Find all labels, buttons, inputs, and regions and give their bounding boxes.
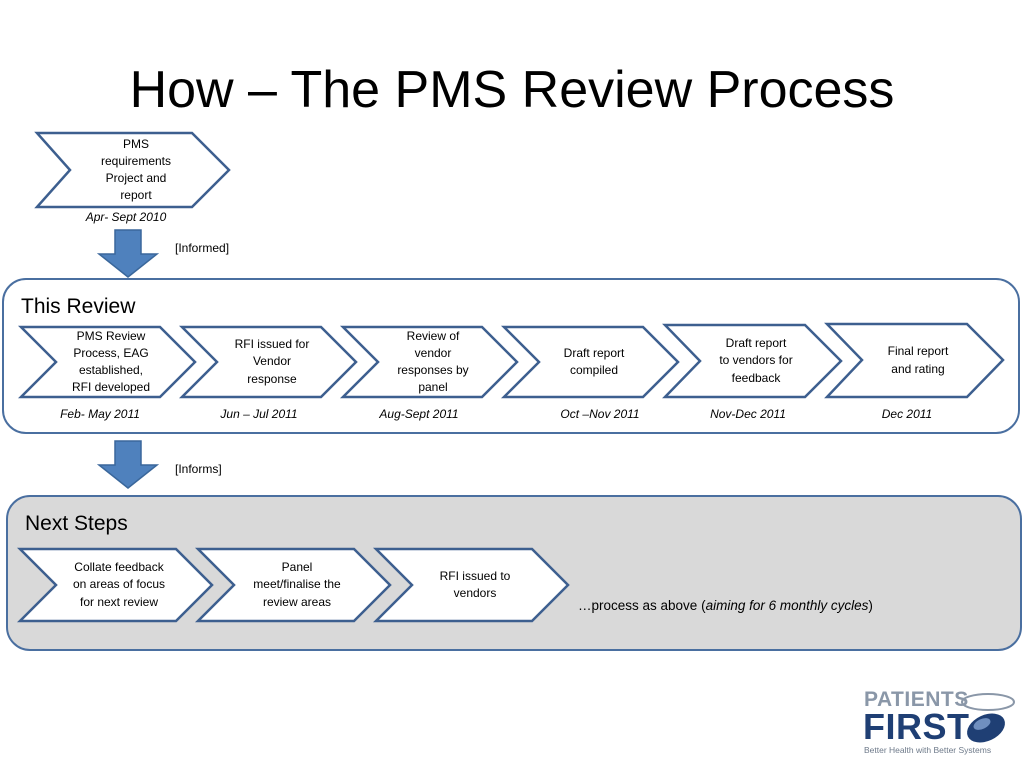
next-steps-heading: Next Steps — [25, 512, 128, 535]
review-step-1: PMS Review Process, EAG established, RFI… — [17, 325, 197, 399]
process-note-text: …process as above — [578, 598, 702, 613]
page-title: How – The PMS Review Process — [129, 61, 895, 119]
process-note: …process as above (aiming for 6 monthly … — [578, 598, 873, 613]
review-step-4: Draft report compiled — [500, 325, 680, 399]
review-date-6: Dec 2011 — [881, 407, 933, 421]
down-arrow-icon — [96, 440, 160, 495]
step-label: Collate feedback on areas of focus for n… — [72, 560, 166, 609]
chevron-shape — [17, 325, 197, 399]
down-arrow-icon — [96, 229, 160, 284]
chevron-shape — [824, 322, 1005, 399]
logo-word-patients: PATIENTS — [864, 688, 969, 711]
chevron-shape — [34, 131, 231, 209]
process-note-paren-open: ( — [701, 598, 706, 613]
chevron-shape — [16, 547, 214, 623]
logo-word-first: FIRST — [863, 706, 970, 747]
this-review-heading: This Review — [21, 295, 136, 318]
logo-tagline: Better Health with Better Systems — [864, 745, 992, 755]
step-label: PMS requirements Project and report — [100, 136, 172, 203]
step-label: RFI issued to vendors — [439, 568, 511, 600]
next-step-2: Panel meet/finalise the review areas — [194, 547, 392, 623]
review-date-2: Jun – Jul 2011 — [220, 407, 298, 421]
chevron-shape — [500, 325, 680, 399]
step-label: Review of vendor responses by panel — [397, 328, 469, 395]
chevron-shape — [339, 325, 519, 399]
step-date: Apr- Sept 2010 — [85, 210, 167, 224]
review-date-3: Aug-Sept 2011 — [379, 407, 459, 421]
informs-note: [Informs] — [175, 462, 222, 476]
mouse-icon — [961, 693, 1015, 743]
process-note-paren-close: ) — [868, 598, 873, 613]
next-step-1: Collate feedback on areas of focus for n… — [16, 547, 214, 623]
review-step-3: Review of vendor responses by panel — [339, 325, 519, 399]
step-label: Draft report to vendors for feedback — [719, 336, 793, 385]
step-label: Panel meet/finalise the review areas — [253, 560, 341, 609]
step-label: Final report and rating — [887, 344, 949, 376]
chevron-shape — [178, 325, 358, 399]
review-date-4: Oct –Nov 2011 — [560, 407, 640, 421]
patients-first-logo: PATIENTS FIRST Better Health with Better… — [862, 688, 1022, 758]
chevron-shape — [194, 547, 392, 623]
review-step-2: RFI issued for Vendor response — [178, 325, 358, 399]
step-label: PMS Review Process, EAG established, RFI… — [71, 328, 151, 395]
step-label: Draft report compiled — [563, 345, 625, 377]
process-note-italic: aiming for 6 monthly cycles — [705, 598, 869, 613]
chevron-shape — [372, 547, 570, 623]
review-step-5: Draft report to vendors for feedback — [662, 323, 843, 399]
review-step-6: Final report and rating — [824, 322, 1005, 399]
chevron-shape — [662, 323, 843, 399]
step-label: RFI issued for Vendor response — [234, 337, 310, 386]
step-pms-requirements: PMS requirements Project and report — [34, 131, 231, 209]
informed-note: [Informed] — [175, 241, 230, 255]
review-date-5: Nov-Dec 2011 — [710, 407, 786, 421]
review-date-1: Feb- May 2011 — [60, 407, 140, 421]
next-step-3: RFI issued to vendors — [372, 547, 570, 623]
